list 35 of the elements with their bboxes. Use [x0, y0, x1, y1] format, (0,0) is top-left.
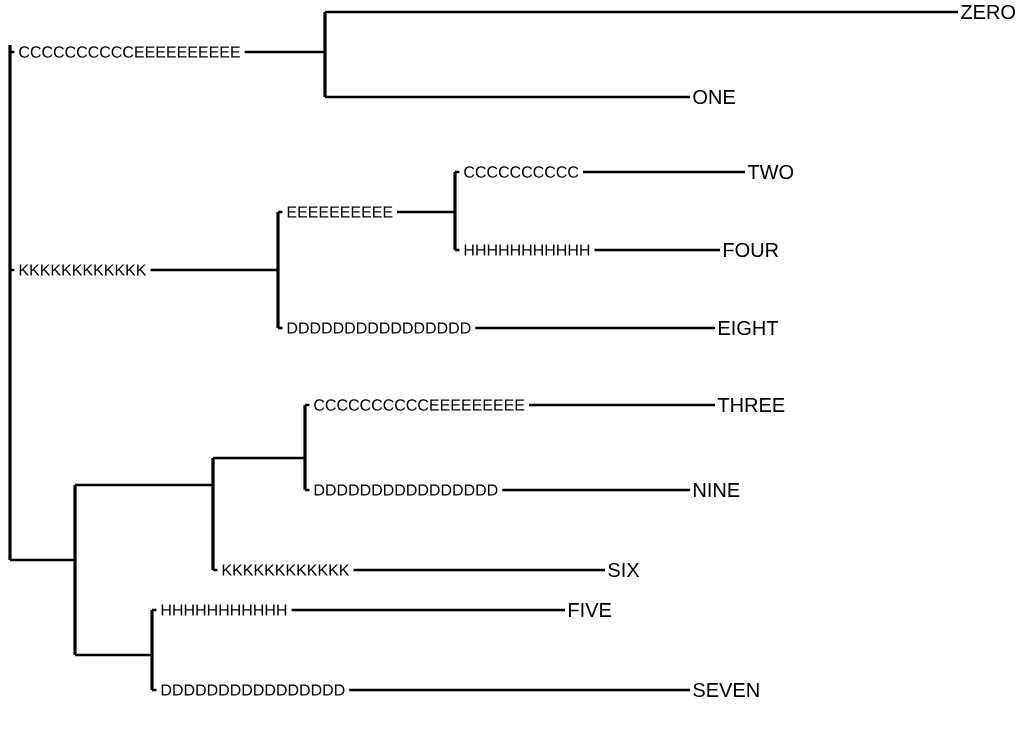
edge-label: CCCCCCCCCC	[459, 164, 583, 180]
edge-label: KKKKKKKKKKKK	[14, 262, 151, 278]
leaf-label: ZERO	[961, 4, 1015, 20]
leaf-label: NINE	[694, 483, 740, 497]
branch-bar	[8, 45, 12, 560]
edge-label: HHHHHHHHHHH	[459, 242, 595, 258]
leaf-label: THREE	[717, 398, 785, 412]
edge-label: EEEEEEEEEE	[282, 204, 398, 220]
leaf-label: SIX	[608, 562, 640, 578]
edge-label: KKKKKKKKKKKK	[217, 562, 354, 578]
edge-label: DDDDDDDDDDDDDDDD	[156, 682, 350, 698]
leaf-label: FOUR	[724, 242, 779, 258]
branch-bar	[276, 212, 280, 328]
leaf-label: EIGHT	[719, 320, 779, 336]
edge-label: DDDDDDDDDDDDDDDD	[309, 482, 503, 498]
branch-bar	[303, 405, 307, 490]
edge-label: HHHHHHHHHHH	[156, 602, 292, 618]
branch-line	[325, 95, 690, 99]
leaf-label: FIVE	[569, 603, 611, 617]
edge-label: CCCCCCCCCCEEEEEEEEE	[309, 397, 529, 413]
branch-bar	[150, 610, 154, 690]
leaf-label: SEVEN	[693, 682, 759, 698]
branch-bar	[323, 12, 327, 97]
leaf-label: TWO	[747, 164, 794, 180]
branch-line	[75, 653, 152, 657]
branch-line	[75, 483, 213, 487]
branch-line	[213, 456, 305, 460]
branch-bar	[73, 485, 77, 655]
edge-label: DDDDDDDDDDDDDDDD	[282, 320, 476, 336]
edge-label: CCCCCCCCCCEEEEEEEEEE	[14, 44, 245, 60]
branch-bar	[211, 458, 215, 570]
branch-line	[325, 10, 958, 14]
branch-bar	[453, 172, 457, 250]
leaf-label: ONE	[693, 89, 735, 105]
branch-line	[10, 558, 75, 562]
